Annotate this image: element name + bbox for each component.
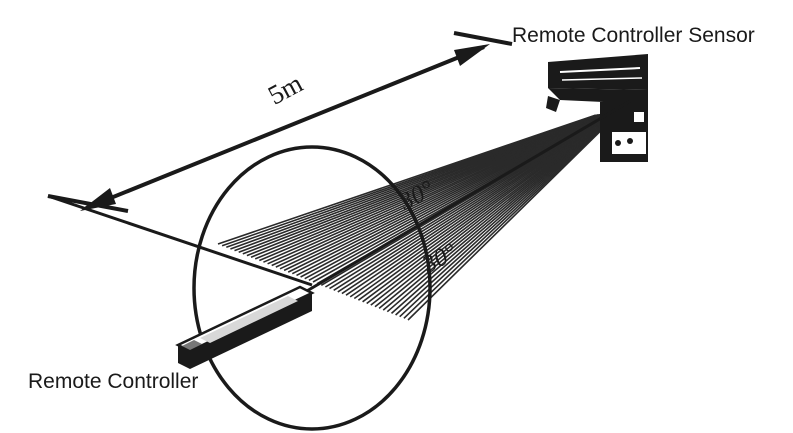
sensor-unit <box>546 54 648 162</box>
cone-hatch-line <box>349 114 613 298</box>
distance-arrow <box>47 31 513 213</box>
cone-hatch-line <box>382 117 612 311</box>
sensor-label: Remote Controller Sensor <box>512 24 755 47</box>
cone-ellipse <box>192 145 432 431</box>
cone-hatch-line <box>374 116 612 308</box>
cone-hatch-line <box>353 114 613 300</box>
cone-hatch-line <box>390 118 612 314</box>
remote-label: Remote Controller <box>28 370 199 393</box>
cone-hatch-line <box>403 120 612 319</box>
reference-line <box>47 194 313 287</box>
cone-hatch-line <box>366 115 613 305</box>
cone-hatch-line <box>407 120 611 321</box>
cone-hatch-line <box>399 119 612 318</box>
center-axis <box>299 98 633 297</box>
cone-hatch-line <box>378 117 612 310</box>
cone-hatch-line <box>370 116 612 306</box>
cone-hatch-line <box>362 115 613 303</box>
cone-hatch-line <box>386 118 612 313</box>
reception-cone-hatching <box>217 110 616 321</box>
remote-controller <box>175 285 315 369</box>
